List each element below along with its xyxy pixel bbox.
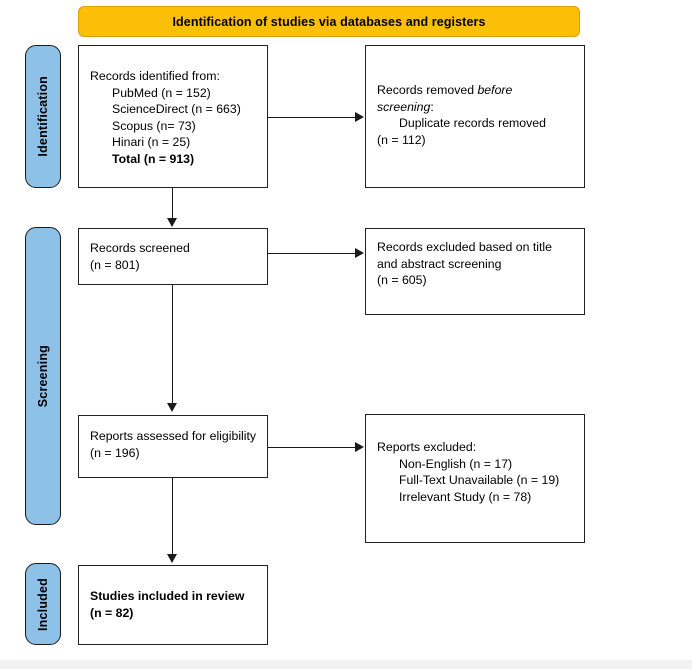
connector-assessed-to-excluded — [268, 447, 355, 449]
stage-tab-identification-label: Identification — [36, 76, 50, 157]
connector-identified-to-removed — [268, 117, 355, 119]
stage-tab-included: Included — [25, 563, 61, 645]
phase-banner-label: Identification of studies via databases … — [172, 14, 486, 29]
records-identified-line-3: ScienceDirect (n = 663) — [112, 102, 241, 116]
studies-included-label: Studies included in review — [90, 589, 245, 603]
reports-excluded-reason-1: Non-English (n = 17) — [399, 456, 513, 471]
records-removed-line-2: screening: — [377, 99, 576, 116]
box-records-removed: Records removed before screening: Duplic… — [365, 45, 585, 188]
arrowhead-assessed-to-excluded — [355, 442, 364, 452]
connector-identified-to-screened — [172, 188, 174, 220]
records-identified-line-2: PubMed (n = 152) — [112, 85, 211, 100]
records-identified-line-1: Records identified from: — [90, 69, 220, 83]
reports-assessed-label: Reports assessed for eligibility — [90, 429, 257, 443]
footer-strip — [0, 660, 692, 669]
records-identified-total: Total (n = 913) — [112, 151, 195, 166]
box-records-excluded: Records excluded based on title and abst… — [365, 228, 585, 315]
box-reports-assessed: Reports assessed for eligibility (n = 19… — [78, 415, 268, 478]
box-studies-included: Studies included in review (n = 82) — [78, 565, 268, 645]
records-removed-line-2a: screening — [377, 99, 431, 114]
records-removed-line-3: Duplicate records removed — [399, 116, 546, 130]
records-excluded-count: (n = 605) — [377, 273, 427, 287]
studies-included-count: (n = 82) — [90, 605, 134, 620]
connector-screened-to-assessed — [172, 285, 174, 405]
records-screened-label: Records screened — [90, 241, 190, 255]
stage-tab-identification: Identification — [25, 45, 61, 188]
records-removed-line-1a: Records removed — [377, 83, 478, 97]
arrowhead-assessed-to-included — [167, 554, 177, 563]
records-identified-line-4: Scopus (n= 73) — [112, 118, 196, 133]
reports-excluded-label: Reports excluded: — [377, 440, 477, 454]
arrowhead-identified-to-removed — [355, 112, 364, 122]
arrowhead-identified-to-screened — [167, 218, 177, 227]
reports-assessed-count: (n = 196) — [90, 445, 140, 460]
records-excluded-label: Records excluded based on title and abst… — [377, 240, 552, 271]
reports-excluded-reason-2: Full-Text Unavailable (n = 19) — [399, 473, 560, 487]
stage-tab-screening: Screening — [25, 227, 61, 525]
connector-screened-to-excluded — [268, 253, 355, 255]
records-removed-line-1b: before — [477, 83, 513, 97]
reports-excluded-reason-3: Irrelevant Study (n = 78) — [399, 489, 532, 504]
records-removed-line-2b: : — [430, 99, 434, 114]
connector-assessed-to-included — [172, 478, 174, 556]
arrowhead-screened-to-excluded — [355, 248, 364, 258]
stage-tab-included-label: Included — [36, 577, 50, 631]
box-records-screened: Records screened (n = 801) — [78, 228, 268, 285]
records-screened-count: (n = 801) — [90, 257, 140, 272]
records-removed-count: (n = 112) — [377, 132, 426, 147]
box-reports-excluded: Reports excluded: Non-English (n = 17) F… — [365, 414, 585, 543]
box-records-identified: Records identified from: PubMed (n = 152… — [78, 45, 268, 188]
phase-banner-identification: Identification of studies via databases … — [78, 6, 580, 37]
records-identified-line-5: Hinari (n = 25) — [112, 135, 191, 149]
stage-tab-screening-label: Screening — [36, 344, 50, 408]
arrowhead-screened-to-assessed — [167, 403, 177, 412]
records-removed-line-1: Records removed before — [377, 82, 576, 99]
